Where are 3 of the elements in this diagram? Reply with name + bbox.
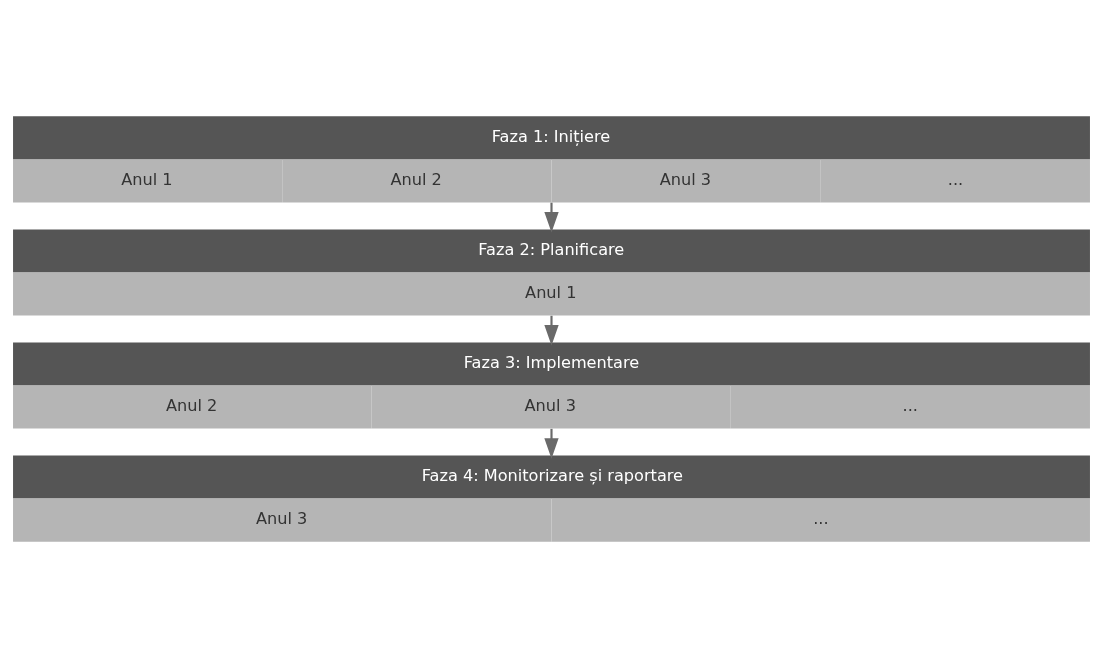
- arrow: [544, 202, 559, 233]
- arrow: [544, 315, 559, 346]
- arrow: [544, 428, 559, 459]
